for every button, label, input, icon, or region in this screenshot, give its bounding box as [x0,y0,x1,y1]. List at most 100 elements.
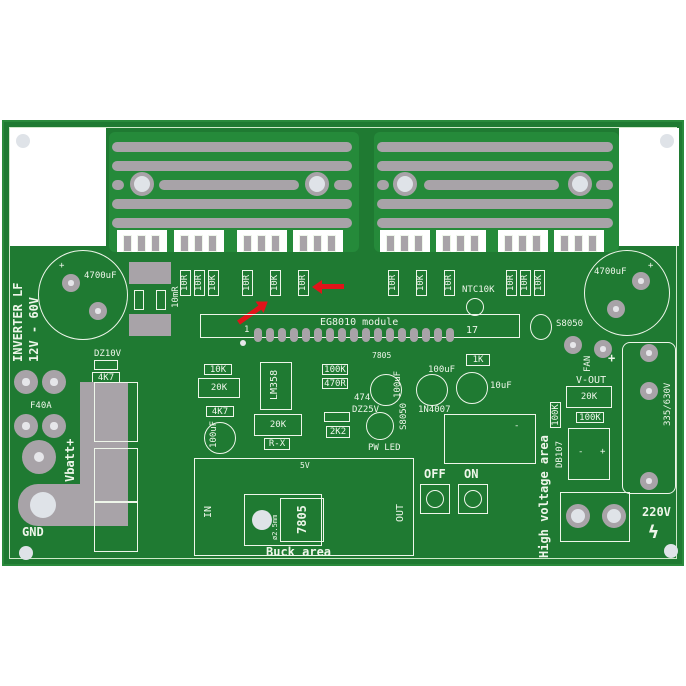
heatsink-fin [112,142,352,152]
gate-resistor: 10R [388,270,399,296]
film-cap-outline [622,342,676,494]
zener-25v-label: DZ25V [352,405,380,415]
gate-resistor: 10K [270,270,281,296]
vout-label: V-OUT [576,375,607,386]
resistor-470r: 470R [322,378,348,389]
resistor-rx: R-X [264,438,290,450]
zener-25v [324,412,350,422]
reg-mount-hole [252,510,272,530]
mosfet-footprint [554,230,604,252]
cap-100uf-c-label: 100uF [428,365,456,375]
cutout-left [10,128,106,246]
s8050-right-label: S8050 [556,319,584,329]
cap-10uf-label: 10uF [490,381,512,391]
fan-label: FAN [583,355,593,372]
module-header-pins [254,328,454,342]
buck-area-label: Buck area [266,545,332,559]
mosfet-footprint [380,230,430,252]
ac-terminal-screw[interactable] [602,504,626,528]
ntc-outline [466,298,484,316]
transistor-bay [94,502,138,552]
bridge-label: DB107 [555,440,565,468]
gate-resistor: 10R [194,270,205,296]
ac-terminal-block[interactable] [560,492,630,542]
mount-hole-top-left [16,134,30,148]
film-cap-label: 335/630V [663,382,673,426]
heatsink-fin [424,180,559,190]
gate-resistor: 10K [534,270,545,296]
resistor-100k-vertical: 100K [550,402,561,428]
switch-on-circle [464,490,482,508]
resistor-10k: 10K [204,364,232,375]
heatsink-fin [112,199,352,209]
relay-footprint [444,414,536,464]
cap-left-outline [38,250,128,340]
switch-off-circle [426,490,444,508]
heatsink-fin [112,180,124,190]
pin1-marker [240,340,246,346]
heatsink-fin [596,180,613,190]
switch-off-button[interactable] [420,484,450,514]
shunt-pad [129,314,171,336]
switch-off-label: OFF [424,467,446,481]
heatsink-fin [377,142,613,152]
hv-warning-icon: ϟ [648,522,659,543]
mosfet-footprint [436,230,486,252]
film-cap-pad [640,472,658,490]
gnd-terminal[interactable] [30,492,56,518]
cap-10uf-outline [456,372,488,404]
mount-hole-top-right [660,134,674,148]
buck-5v-label: 5V [300,461,310,470]
s8050-center-label: S8050 [399,402,409,430]
buck-area [194,458,414,556]
bridge-minus: - [578,447,584,457]
fan-pad [594,340,612,358]
module-label: EG8010 module [320,317,399,328]
heatsink-fin [377,199,613,209]
heatsink-fin [377,161,613,171]
ac-out-label: 220V [642,505,671,519]
trimpot-20k-a[interactable]: 20K [198,378,240,398]
vbatt-terminal[interactable] [22,440,56,474]
mount-hole-bottom-left [19,546,33,560]
gate-resistor: 10R [444,270,455,296]
gate-resistor: 10K [416,270,427,296]
fan-pad [564,336,582,354]
reg-7805-body [280,498,324,542]
reg-7805-small-label: 7805 [372,351,392,360]
fan-plus: + [608,351,616,365]
resistor-4k7-center: 4K7 [206,406,234,417]
cap-100uf-a-outline [204,422,236,454]
bridge-rectifier [568,428,610,480]
ntc-label: NTC10K [462,285,495,295]
diode-1n4007-label: 1N4007 [418,405,451,415]
gate-resistor: 10R [506,270,517,296]
trimpot-20k-b[interactable]: 20K [254,414,302,436]
power-copper [80,382,128,522]
buck-out-label: OUT [395,503,406,522]
hv-area-label: High voltage area [537,435,551,558]
fuse-pad [14,414,38,438]
module-pin-17: 17 [466,325,479,336]
cap-right-pad [607,300,625,318]
lm358-ic [260,362,292,410]
fuse-label: F40A [30,401,52,411]
vout-trimpot[interactable]: 20K [566,386,612,408]
transistor-bay [94,448,138,502]
reg-7805-label: 7805 [295,505,309,534]
hole-size-label: ø2.5mm [271,514,279,540]
cap-left-pad [89,302,107,320]
gate-resistor: 10R [180,270,191,296]
resistor-1k: 1K [466,354,490,366]
cap-left-pad [62,274,80,292]
cap-right-outline [584,250,670,336]
switch-on-button[interactable] [458,484,488,514]
cap-474-label: 474 [354,393,371,403]
gnd-label: GND [22,525,44,539]
vbatt-label: Vbatt+ [63,438,77,482]
ac-terminal-screw[interactable] [566,504,590,528]
heatsink-fin [334,180,352,190]
cap-100uf-b-label: 100uF [393,370,403,398]
heatsink-screw-hole [568,172,592,196]
cap-100uf-a-label: 100uF [209,420,219,448]
